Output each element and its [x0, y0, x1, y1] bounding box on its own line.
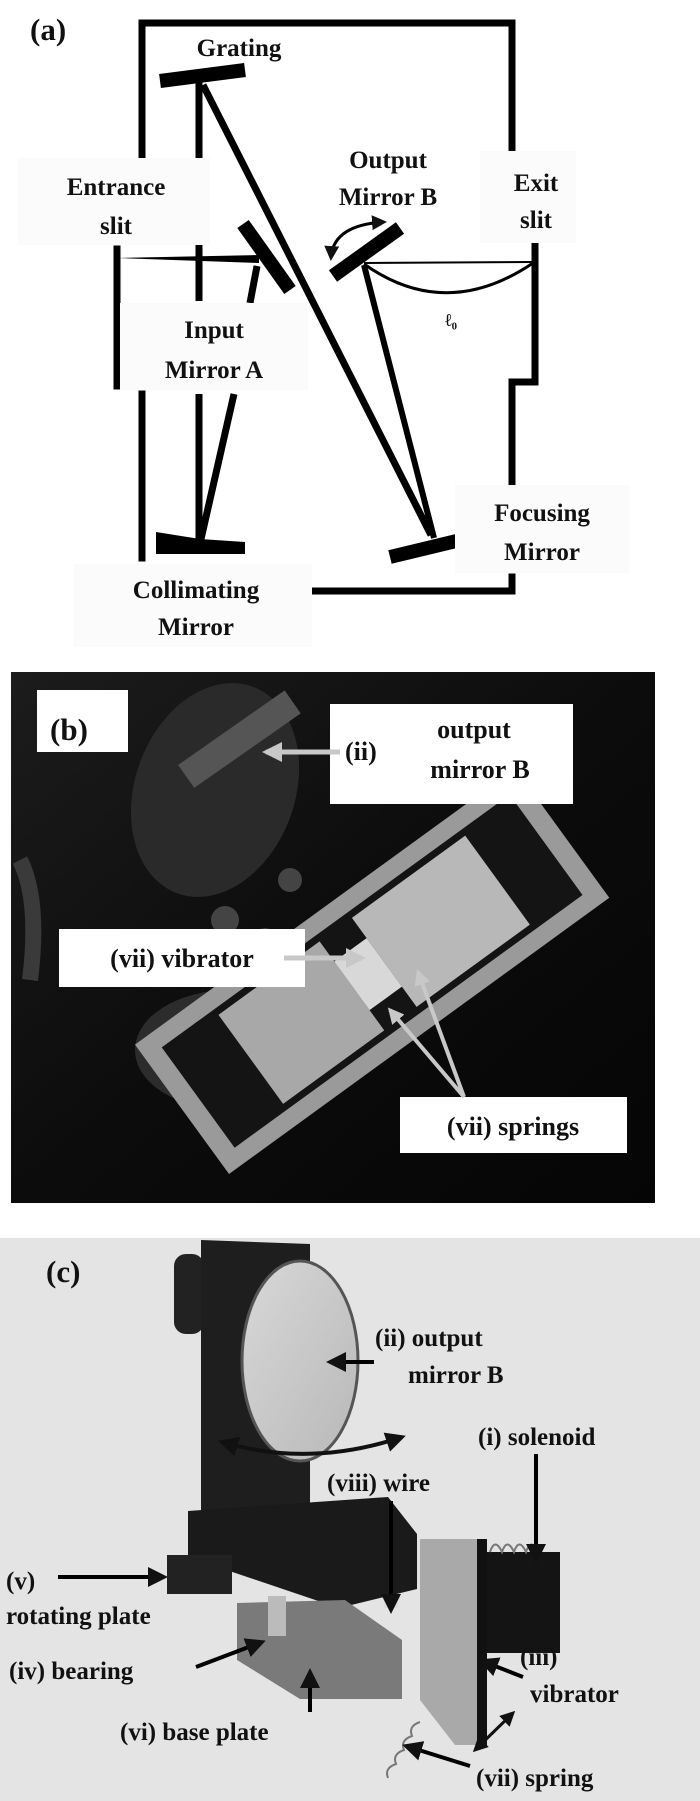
focusing-mirror-label-2: Mirror — [504, 539, 580, 566]
entrance-slit-label-1: Entrance — [67, 174, 166, 201]
collimating-mirror — [156, 532, 245, 554]
input-mirror-label-1: Input — [184, 317, 244, 344]
entrance-slit-label-2: slit — [100, 213, 133, 240]
vibrator-label: (vii) vibrator — [110, 944, 254, 973]
rotation-arrow-icon — [324, 215, 387, 261]
focusing-mirror-label-1: Focusing — [494, 500, 590, 527]
output-mirror-label-1: output — [437, 715, 511, 744]
input-mirror-label-2: Mirror A — [165, 357, 263, 384]
panel-a-spectrometer-schematic: (a) Grating Entrance slit Output Mirror … — [18, 12, 629, 647]
rotation-arrow-icon — [218, 1432, 406, 1457]
grating — [159, 63, 246, 88]
collimating-mirror-label-1: Collimating — [133, 577, 260, 604]
spring-frame — [134, 768, 610, 1175]
output-mirror-label-2: Mirror B — [339, 184, 437, 211]
spring-arrow-1 — [387, 1007, 466, 1099]
label-backgrounds — [18, 151, 629, 647]
output-mirror-label-1: Output — [349, 147, 427, 174]
output-mirror-label-prefix: (ii) — [345, 737, 377, 766]
wire-label: (viii) wire — [327, 1470, 430, 1497]
solenoid — [487, 1552, 560, 1653]
knob — [174, 1254, 204, 1334]
grating-label: Grating — [197, 35, 282, 62]
panel-label-b: (b) — [50, 712, 88, 747]
path-length-label: ℓ₀ — [445, 310, 457, 330]
output-mirror-label-1: (ii) output — [375, 1325, 483, 1352]
output-mirror-label-2: mirror B — [430, 755, 529, 784]
panel-c-3d-model: (c) (ii) output mirror B (i) solenoid (v… — [0, 1238, 700, 1801]
vibrator-label-1: (iii) — [520, 1644, 558, 1671]
housing-outline — [113, 19, 539, 595]
collimating-mirror-label-2: Mirror — [158, 614, 234, 641]
base-plate-label: (vi) base plate — [120, 1719, 269, 1746]
panel-label-a: (a) — [30, 12, 66, 47]
rotating-plate-label-1: (v) — [6, 1568, 35, 1595]
rotating-plate-label-2: rotating plate — [6, 1603, 151, 1630]
input-mirror-a — [237, 219, 296, 295]
panel-label-c: (c) — [46, 1254, 80, 1289]
rotating-plate — [188, 1497, 417, 1608]
exit-slit-label-1: Exit — [514, 170, 559, 197]
vibrator-label-2: vibrator — [530, 1681, 619, 1708]
bearing — [268, 1596, 286, 1636]
solenoid-label: (i) solenoid — [478, 1424, 595, 1451]
output-mirror-label-2: mirror B — [408, 1362, 504, 1389]
bearing-label: (iv) bearing — [9, 1658, 134, 1685]
vibration-arrow-icon — [472, 1710, 516, 1753]
bearing-arrow — [195, 1638, 266, 1669]
spring-arrow — [402, 1741, 471, 1768]
vibrator-block — [420, 1539, 487, 1745]
exit-slit-label-2: slit — [520, 207, 553, 234]
spring-label: (vii) spring — [476, 1765, 594, 1792]
panel-b-photograph: (b) (ii) output mirror B (vii) vibrator … — [11, 672, 655, 1203]
vibrator-arrow — [478, 1657, 524, 1679]
springs-label: (vii) springs — [447, 1112, 579, 1141]
spring-arrow-2 — [414, 968, 466, 1098]
